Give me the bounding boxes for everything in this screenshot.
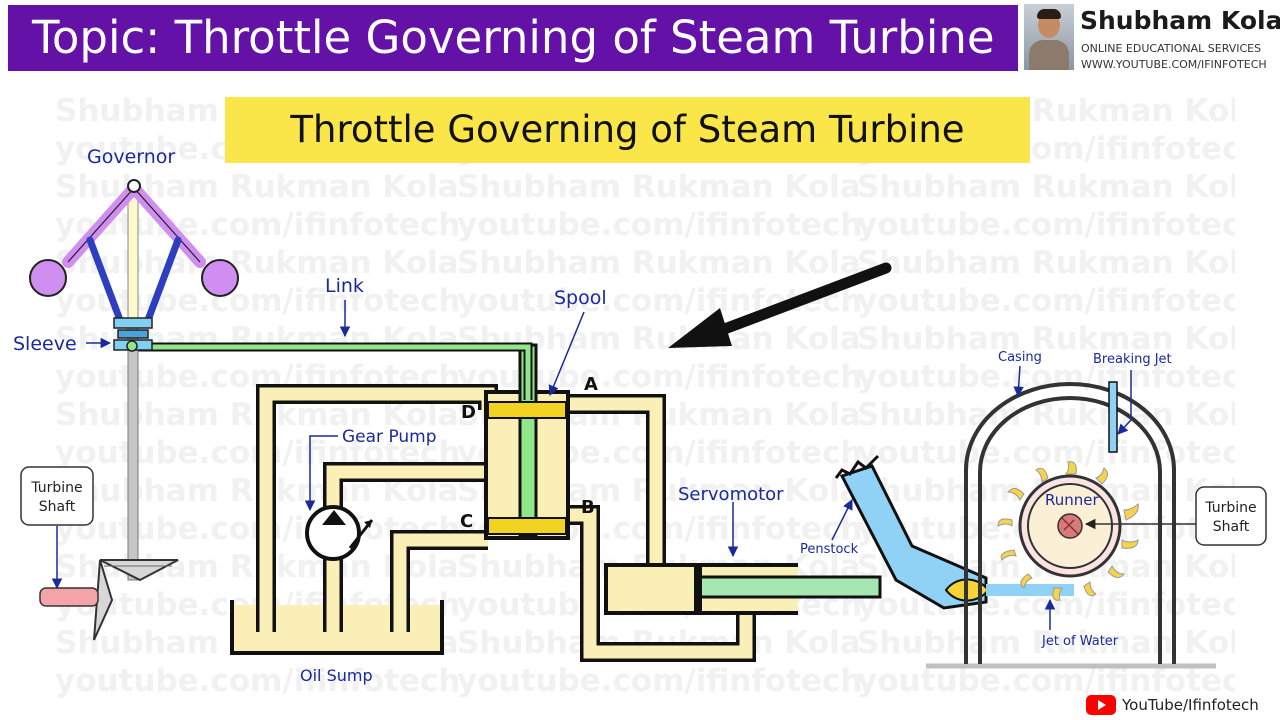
label-port-c: C bbox=[460, 511, 473, 532]
label-penstock: Penstock bbox=[800, 542, 859, 557]
label-breaking-jet: Breaking Jet bbox=[1093, 352, 1172, 367]
banner-title: Throttle Governing of Steam Turbine bbox=[290, 108, 965, 151]
bevel-gear bbox=[39, 559, 179, 641]
label-runner: Runner bbox=[1045, 491, 1099, 509]
servomotor bbox=[604, 563, 882, 615]
avatar bbox=[1024, 4, 1074, 70]
label-oil-sump: Oil Sump bbox=[300, 666, 373, 685]
brand-block: Shubham Kola ONLINE EDUCATIONAL SERVICES… bbox=[1024, 4, 1280, 72]
label-gear-pump: Gear Pump bbox=[342, 427, 437, 447]
label-sleeve: Sleeve bbox=[13, 333, 77, 355]
label-casing: Casing bbox=[998, 350, 1042, 365]
page-title: Topic: Throttle Governing of Steam Turbi… bbox=[32, 11, 995, 64]
label-turbine-shaft-left-line1: Turbine bbox=[30, 480, 82, 496]
runner-buckets bbox=[997, 461, 1139, 601]
spool-valve bbox=[484, 343, 570, 540]
title-bar: Topic: Throttle Governing of Steam Turbi… bbox=[8, 5, 1018, 71]
pelton-turbine bbox=[926, 381, 1216, 669]
label-port-d: D bbox=[461, 402, 476, 423]
label-servomotor: Servomotor bbox=[678, 484, 784, 505]
gear-pump-symbol bbox=[305, 505, 374, 561]
leader-arrows bbox=[51, 300, 1196, 630]
turbine-shaft-left-box bbox=[20, 466, 94, 526]
label-spool: Spool bbox=[554, 287, 607, 309]
penstock bbox=[834, 454, 1074, 610]
label-turbine-shaft-right-line1: Turbine bbox=[1204, 500, 1256, 516]
label-governor: Governor bbox=[87, 146, 175, 168]
governor bbox=[29, 179, 239, 581]
label-jet-of-water: Jet of Water bbox=[1041, 634, 1119, 649]
brand-tagline: ONLINE EDUCATIONAL SERVICES bbox=[1081, 42, 1262, 55]
turbine-shaft-right-box bbox=[1195, 486, 1267, 546]
youtube-link[interactable]: YouTube/Ifinfotech bbox=[1086, 694, 1276, 716]
brand-name: Shubham Kola bbox=[1080, 6, 1280, 35]
youtube-channel: YouTube/Ifinfotech bbox=[1122, 696, 1259, 714]
diagram-labels: Governor Link Sleeve Turbine Shaft Spool… bbox=[13, 146, 1257, 685]
label-link: Link bbox=[325, 275, 364, 297]
big-pointer-arrow bbox=[668, 262, 892, 348]
youtube-icon bbox=[1086, 695, 1116, 715]
label-port-b: B bbox=[581, 497, 595, 518]
link-rod bbox=[132, 342, 533, 400]
label-turbine-shaft-right-line2: Shaft bbox=[1213, 519, 1250, 535]
label-turbine-shaft-left-line2: Shaft bbox=[39, 499, 76, 515]
banner: Throttle Governing of Steam Turbine bbox=[225, 97, 1030, 163]
label-port-a: A bbox=[584, 374, 598, 395]
brand-url: WWW.YOUTUBE.COM/IFINFOTECH bbox=[1081, 58, 1267, 71]
